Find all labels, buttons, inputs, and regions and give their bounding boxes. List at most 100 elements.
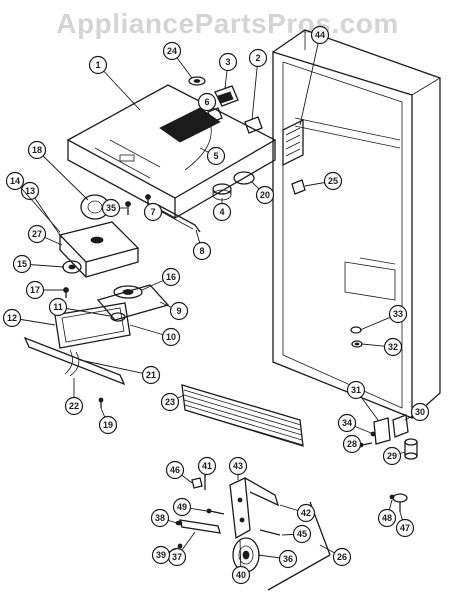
callout-40: 40 (231, 539, 251, 585)
bottom-bar (23, 336, 126, 408)
callout-35: 35 (101, 198, 127, 218)
callout-number: 34 (342, 418, 352, 428)
callout-number: 28 (347, 439, 357, 449)
callout-circle (20, 181, 40, 201)
callout-1: 1 (88, 55, 141, 111)
callout-circle (197, 456, 217, 476)
callout-circle (151, 545, 171, 565)
callout-2: 2 (248, 48, 268, 121)
callout-circle (2, 308, 22, 328)
callout-circle (101, 198, 121, 218)
callout-31: 31 (346, 380, 379, 421)
callout-14: 14 (5, 171, 61, 233)
callout-number: 26 (337, 552, 347, 562)
callout-number: 14 (10, 176, 20, 186)
watermark: AppliancePartsPros.com (56, 8, 399, 39)
callout-32: 32 (361, 337, 403, 357)
callout-circle (27, 224, 47, 244)
callout-47: 47 (395, 511, 415, 538)
callout-46: 46 (165, 460, 193, 484)
callout-number: 6 (204, 97, 209, 107)
callout-36: 36 (257, 549, 298, 569)
callout-circle (323, 171, 343, 191)
callout-circle (12, 254, 32, 274)
callout-circle (231, 565, 251, 585)
callout-number: 10 (166, 332, 176, 342)
callout-number: 15 (17, 259, 27, 269)
callout-7: 7 (143, 201, 163, 222)
callout-39: 39 (151, 545, 179, 565)
callout-24: 24 (162, 41, 193, 79)
callout-leader (251, 57, 259, 121)
callout-number: 8 (199, 246, 204, 256)
callout-circle (150, 508, 170, 528)
callout-28: 28 (342, 434, 362, 454)
callout-19: 19 (98, 407, 118, 435)
callout-number: 18 (32, 145, 42, 155)
callout-number: 35 (106, 203, 116, 213)
callout-number: 5 (213, 151, 218, 161)
callout-number: 7 (150, 207, 155, 217)
callout-12: 12 (2, 308, 56, 328)
callout-leader (79, 359, 152, 376)
screws-and-rod (125, 194, 201, 233)
callout-circle (165, 460, 185, 480)
callout-number: 2 (255, 53, 260, 63)
callout-43: 43 (228, 456, 248, 480)
callout-circle (346, 380, 366, 400)
callout-number: 12 (7, 313, 17, 323)
upper-small-parts (184, 76, 263, 171)
callout-circle (143, 202, 163, 222)
callout-circle (48, 297, 68, 317)
callout-circle (248, 48, 268, 68)
callout-number: 29 (387, 451, 397, 461)
callout-number: 32 (388, 342, 398, 352)
callout-number: 36 (283, 554, 293, 564)
fan-motor-assembly (58, 194, 140, 298)
callout-13: 13 (20, 181, 63, 239)
callout-27: 27 (27, 224, 63, 246)
callout-circle (160, 392, 180, 412)
callout-circle (382, 446, 402, 466)
callout-circle (98, 415, 118, 435)
callout-circle (332, 547, 352, 567)
callout-10: 10 (129, 324, 181, 347)
leveling-leg (389, 493, 408, 512)
callout-circle (88, 55, 108, 75)
callout-48: 48 (377, 499, 397, 528)
grille (181, 384, 304, 447)
callout-26: 26 (319, 544, 352, 567)
callout-49: 49 (172, 497, 208, 517)
callout-number: 21 (146, 370, 156, 380)
callout-circle (206, 146, 226, 166)
callout-number: 39 (156, 550, 166, 560)
callout-6: 6 (197, 92, 217, 112)
callout-number: 40 (236, 570, 246, 580)
callout-number: 31 (351, 385, 361, 395)
liner-hardware (291, 179, 363, 348)
callout-42: 42 (279, 503, 316, 523)
callout-circle (197, 92, 217, 112)
callout-number: 13 (25, 186, 35, 196)
callout-circle (218, 52, 238, 72)
callout-circle (169, 301, 189, 321)
callout-circle (192, 241, 212, 261)
callout-number: 44 (315, 30, 325, 40)
callout-circle (27, 140, 47, 160)
callout-number: 11 (53, 302, 63, 312)
callout-34: 34 (337, 413, 372, 434)
callout-number: 38 (155, 513, 165, 523)
callout-4: 4 (212, 198, 232, 222)
callout-8: 8 (192, 229, 212, 261)
callout-number: 20 (260, 190, 270, 200)
callout-leader (29, 190, 63, 239)
callout-number: 23 (165, 397, 175, 407)
callout-number: 4 (219, 207, 224, 217)
callout-number: 42 (301, 508, 311, 518)
callout-23: 23 (160, 392, 185, 412)
callout-3: 3 (218, 52, 238, 89)
callout-number: 1 (95, 60, 100, 70)
